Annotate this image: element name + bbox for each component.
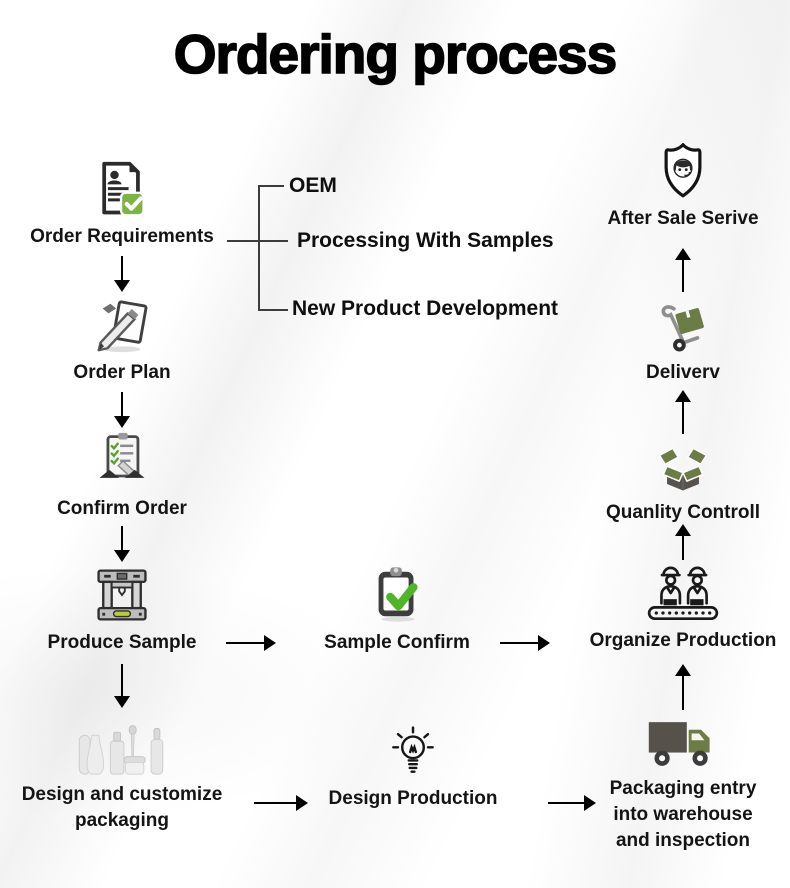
branch-line-npd bbox=[260, 309, 288, 311]
arrow-right-sampleconfirm-organize bbox=[500, 635, 550, 651]
open-box-icon bbox=[653, 440, 713, 496]
node-sample-confirm: Sample Confirm bbox=[277, 562, 517, 656]
arrow-down-orderplan-confirm bbox=[114, 392, 130, 428]
node-organize-production: Organize Production bbox=[563, 562, 790, 654]
branch-label-processing-with-samples: Processing With Samples bbox=[297, 229, 554, 252]
arrow-right-designpkg-designprod bbox=[254, 795, 308, 811]
node-confirm-order: Confirm Order bbox=[2, 430, 242, 522]
cosmetic-bottles-icon bbox=[73, 712, 171, 778]
branch-line-processing bbox=[260, 240, 288, 242]
node-design-packaging: Design and customize packaging bbox=[2, 712, 242, 834]
clipboard-check-icon bbox=[366, 562, 428, 626]
shield-agent-icon bbox=[653, 140, 713, 202]
lightbulb-icon bbox=[383, 722, 443, 782]
node-design-production: Design Production bbox=[293, 722, 533, 812]
arrow-down-orderreq-orderplan bbox=[114, 256, 130, 292]
drafting-pencil-icon bbox=[91, 294, 153, 356]
node-label: Produce Sample bbox=[47, 632, 197, 653]
node-after-sale: After Sale Serive bbox=[563, 140, 790, 232]
branch-label-oem: OEM bbox=[289, 174, 337, 197]
arrow-down-confirm-produce bbox=[114, 526, 130, 562]
node-delivery: Deliverv bbox=[563, 298, 790, 386]
branch-connector-line bbox=[227, 240, 258, 242]
node-label: Organize Production bbox=[589, 630, 777, 651]
node-order-requirements: Order Requirements bbox=[2, 158, 242, 250]
branch-label-new-product-development: New Product Development bbox=[292, 297, 559, 320]
arrow-right-produce-sampleconfirm bbox=[226, 635, 276, 651]
node-label: Quanlity Controll bbox=[605, 502, 761, 523]
node-label: Design and customize packaging bbox=[21, 784, 223, 831]
hand-truck-icon bbox=[654, 298, 712, 356]
arrow-right-designprod-packaging bbox=[548, 795, 596, 811]
document-check-icon bbox=[92, 158, 152, 220]
page-title: Ordering process bbox=[173, 22, 618, 86]
branch-vertical-line bbox=[258, 185, 260, 311]
arrow-up-organize-qc bbox=[675, 524, 691, 560]
node-label: After Sale Serive bbox=[607, 208, 759, 229]
node-label: Packaging entry into warehouse and inspe… bbox=[609, 778, 757, 851]
branch-line-oem bbox=[260, 185, 284, 187]
workers-conveyor-icon bbox=[644, 562, 722, 624]
arrow-up-qc-delivery bbox=[675, 390, 691, 434]
node-label: Sample Confirm bbox=[324, 632, 470, 653]
arrow-down-produce-design bbox=[114, 664, 130, 708]
node-label: Deliverv bbox=[646, 362, 720, 383]
node-order-plan: Order Plan bbox=[2, 294, 242, 386]
node-label: Order Requirements bbox=[30, 226, 214, 247]
delivery-truck-icon bbox=[645, 716, 721, 772]
node-quality-control: Quanlity Controll bbox=[563, 440, 790, 526]
checklist-hands-icon bbox=[92, 430, 152, 492]
node-label: Confirm Order bbox=[57, 498, 187, 519]
arrow-up-delivery-aftersale bbox=[675, 248, 691, 292]
node-label: Order Plan bbox=[73, 362, 171, 383]
node-packaging-entry: Packaging entry into warehouse and inspe… bbox=[563, 716, 790, 854]
sample-machine-icon bbox=[92, 564, 152, 626]
node-produce-sample: Produce Sample bbox=[2, 564, 242, 656]
arrow-up-packaging-organize bbox=[675, 664, 691, 710]
node-label: Design Production bbox=[328, 788, 498, 809]
